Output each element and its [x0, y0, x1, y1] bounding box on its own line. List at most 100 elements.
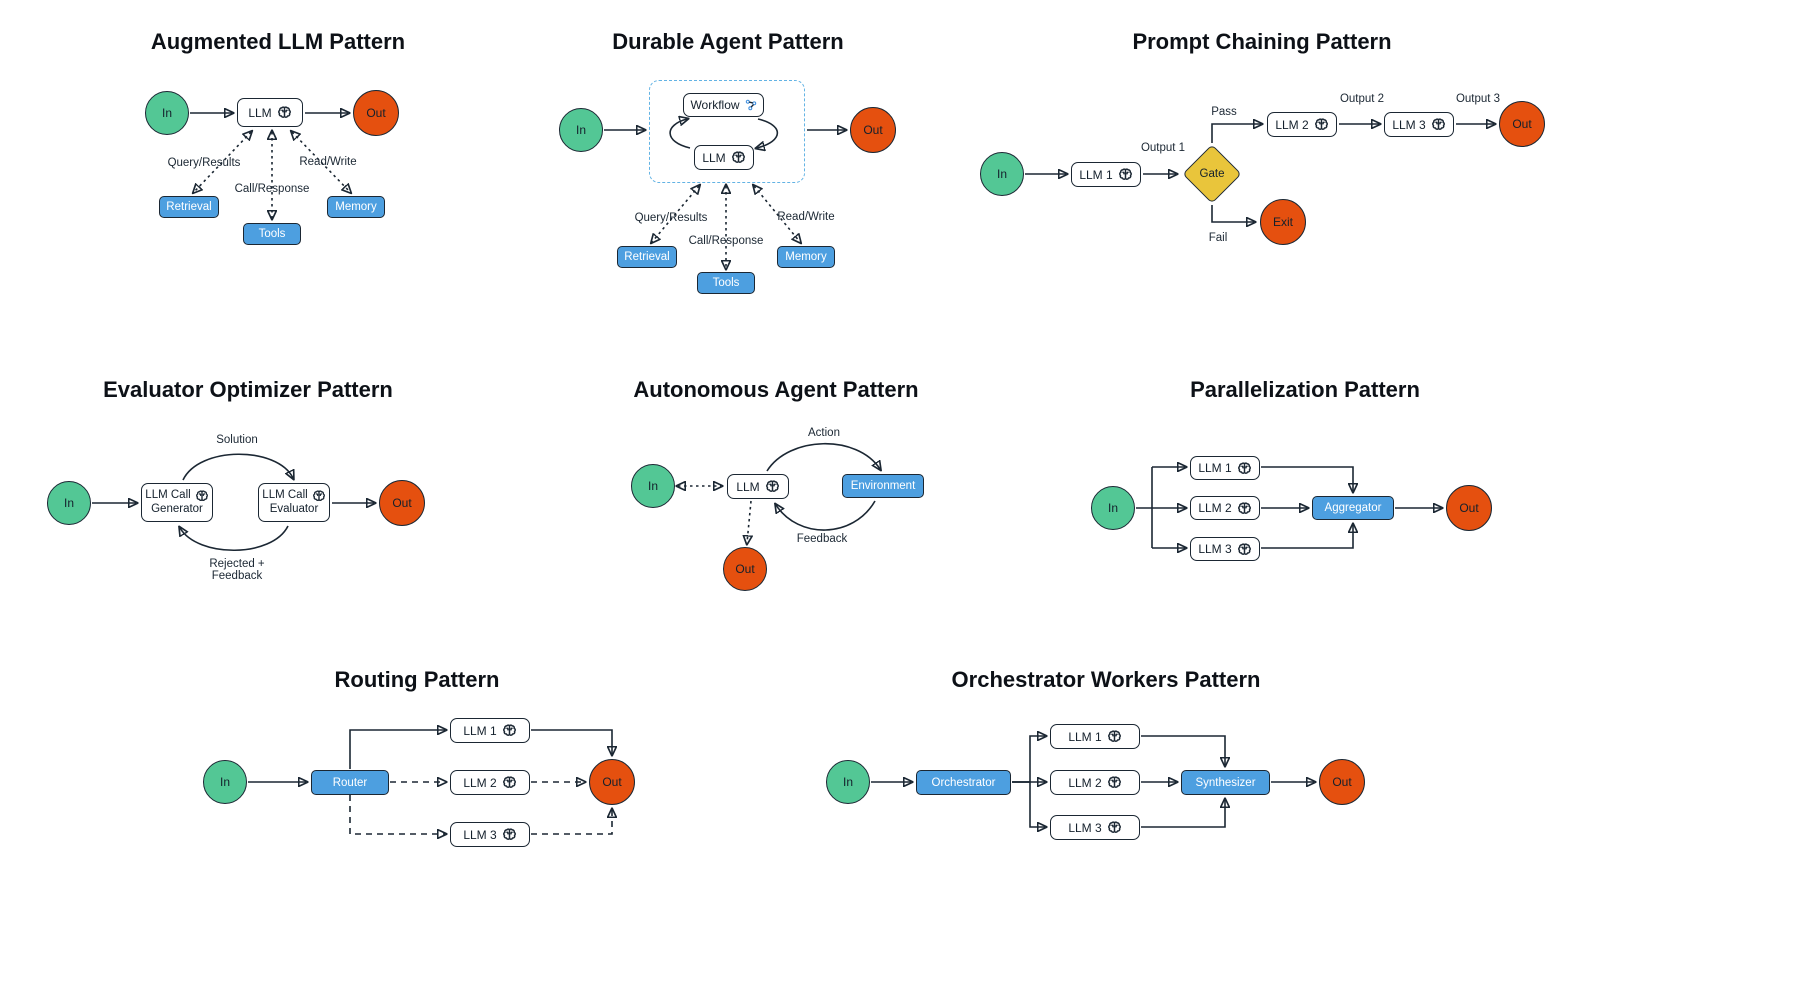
brain-icon	[312, 490, 326, 502]
workflow-icon	[745, 99, 757, 111]
brain-icon	[1237, 543, 1252, 556]
router-node: Router	[311, 770, 389, 795]
llm1-node: LLM 1	[1071, 162, 1141, 187]
generator-label-line2: Generator	[151, 502, 203, 515]
in-node: In	[47, 481, 91, 525]
parallelization-edges	[1136, 467, 1441, 548]
brain-icon	[277, 106, 292, 119]
in-node: In	[203, 760, 247, 804]
environment-node: Environment	[842, 474, 924, 498]
edge-label-read-write: Read/Write	[299, 156, 357, 168]
edge-label-call-response: Call/Response	[688, 235, 764, 247]
in-node: In	[980, 152, 1024, 196]
generator-label-line1: LLM Call	[145, 488, 191, 501]
gate-label: Gate	[1199, 168, 1225, 180]
llm1-label: LLM 1	[463, 723, 497, 738]
brain-icon	[1107, 776, 1122, 789]
llm3-node: LLM 3	[1190, 537, 1260, 561]
llm2-node: LLM 2	[1267, 112, 1337, 137]
llm-call-evaluator-node: LLM Call Evaluator	[258, 483, 330, 522]
edge-label-rejected-feedback: Rejected + Feedback	[209, 558, 264, 582]
in-node: In	[631, 464, 675, 508]
brain-icon	[1237, 502, 1252, 515]
retrieval-node: Retrieval	[159, 196, 219, 218]
brain-icon	[765, 480, 780, 493]
llm2-label: LLM 2	[1198, 501, 1232, 515]
retrieval-node: Retrieval	[617, 246, 677, 268]
edge-label-fail: Fail	[1208, 232, 1228, 244]
panel-title: Augmented LLM Pattern	[150, 29, 406, 54]
synthesizer-node: Synthesizer	[1181, 770, 1270, 795]
brain-icon	[502, 724, 517, 737]
llm2-label: LLM 2	[1275, 117, 1309, 132]
brain-icon	[1118, 168, 1133, 181]
in-node: In	[559, 108, 603, 152]
edge-label-output2: Output 2	[1339, 93, 1385, 105]
llm3-label: LLM 3	[1392, 117, 1426, 132]
llm-label: LLM	[248, 105, 272, 120]
llm3-label: LLM 3	[1198, 542, 1232, 556]
llm-label: LLM	[736, 479, 760, 494]
panel-title: Orchestrator Workers Pattern	[951, 667, 1261, 692]
prompt-chaining-edges	[1025, 124, 1494, 222]
exit-node: Exit	[1260, 199, 1306, 245]
edge-label-query-results: Query/Results	[167, 157, 241, 169]
llm2-node: LLM 2	[450, 770, 530, 795]
llm1-label: LLM 1	[1079, 167, 1113, 182]
panel-title: Routing Pattern	[334, 667, 500, 692]
llm2-label: LLM 2	[463, 775, 497, 790]
rejected-feedback-line1: Rejected +	[209, 558, 265, 570]
gate-node: Gate	[1182, 144, 1242, 204]
out-node: Out	[379, 480, 425, 526]
llm1-node: LLM 1	[450, 718, 530, 743]
brain-icon	[731, 151, 746, 164]
rejected-feedback-line2: Feedback	[211, 570, 263, 582]
edge-label-feedback: Feedback	[796, 533, 848, 545]
augmented-llm-edges	[190, 113, 350, 218]
evaluator-optimizer-edges	[92, 453, 374, 551]
workflow-node: Workflow	[683, 93, 764, 117]
edge-label-query-results: Query/Results	[634, 212, 708, 224]
brain-icon	[1107, 730, 1122, 743]
out-node: Out	[723, 547, 767, 591]
panel-title: Parallelization Pattern	[1190, 377, 1420, 402]
out-node: Out	[850, 107, 896, 153]
brain-icon	[502, 828, 517, 841]
workflow-label: Workflow	[690, 98, 740, 112]
llm1-label: LLM 1	[1198, 461, 1232, 475]
out-node: Out	[589, 759, 635, 805]
edge-label-pass: Pass	[1211, 106, 1237, 118]
aggregator-node: Aggregator	[1312, 496, 1394, 520]
in-node: In	[1091, 486, 1135, 530]
orchestrator-node: Orchestrator	[916, 770, 1011, 795]
edge-label-read-write: Read/Write	[777, 211, 835, 223]
evaluator-label-line2: Evaluator	[269, 502, 319, 515]
in-node: In	[826, 760, 870, 804]
autonomous-agent-edges	[678, 442, 880, 543]
tools-node: Tools	[697, 272, 755, 294]
llm-node: LLM	[727, 474, 789, 499]
orchestrator-workers-edges	[871, 736, 1314, 827]
llm2-node: LLM 2	[1190, 496, 1260, 520]
routing-edges	[248, 730, 612, 834]
brain-icon	[1314, 118, 1329, 131]
panel-title: Evaluator Optimizer Pattern	[103, 377, 393, 402]
edge-label-call-response: Call/Response	[234, 183, 310, 195]
llm-call-generator-node: LLM Call Generator	[141, 483, 213, 522]
llm3-label: LLM 3	[1068, 820, 1102, 835]
brain-icon	[1237, 462, 1252, 475]
panel-title: Durable Agent Pattern	[612, 29, 844, 54]
evaluator-label-line1: LLM Call	[262, 488, 308, 501]
memory-node: Memory	[327, 196, 385, 218]
llm2-node: LLM 2	[1050, 770, 1140, 795]
out-node: Out	[1446, 485, 1492, 531]
memory-node: Memory	[777, 246, 835, 268]
edge-label-action: Action	[808, 427, 840, 439]
llm2-label: LLM 2	[1068, 775, 1102, 790]
llm3-node: LLM 3	[1384, 112, 1454, 137]
llm3-node: LLM 3	[1050, 815, 1140, 840]
llm3-node: LLM 3	[450, 822, 530, 847]
llm1-label: LLM 1	[1068, 729, 1102, 744]
